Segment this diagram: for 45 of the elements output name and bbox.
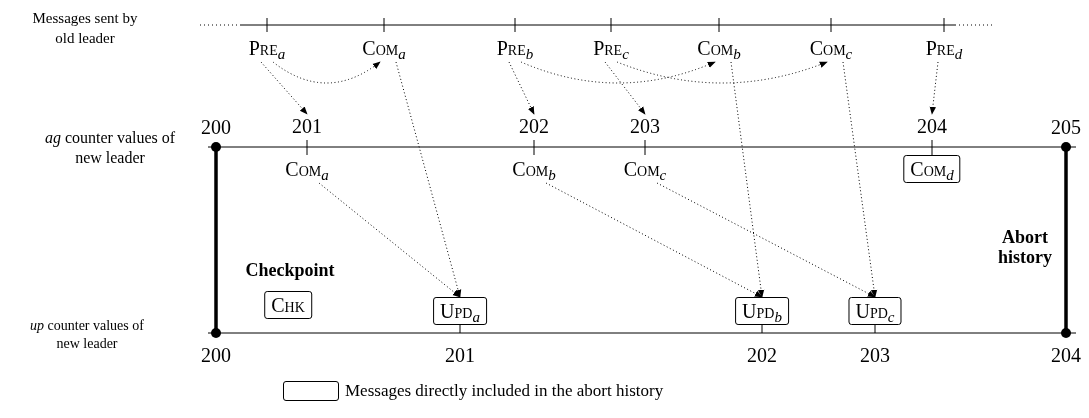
row-label: up counter values of new leader: [29, 317, 145, 353]
counter-value: 204: [1051, 343, 1081, 368]
dotted-arrow: [545, 182, 763, 298]
counter-value: 201: [292, 114, 322, 138]
dotted-arrow: [520, 61, 716, 84]
dotted-arrow: [395, 61, 462, 298]
counter-value: 203: [630, 114, 660, 138]
counter-value: 203: [860, 343, 890, 368]
message-label: Com$_{b}$: [697, 36, 741, 60]
counter-value: 200: [201, 115, 231, 140]
message-box: Upd$_{b}$: [735, 297, 789, 325]
message-label: Pre$_{b}$: [496, 36, 534, 60]
message-box: Upd$_{c}$: [848, 297, 902, 325]
message-label: Pre$_{c}$: [593, 36, 629, 60]
counter-value: 205: [1051, 115, 1081, 140]
section-label: Checkpoint: [245, 259, 335, 282]
dotted-arrow: [272, 61, 381, 84]
dotted-arrow: [656, 182, 876, 298]
message-label: Pre$_{a}$: [248, 36, 286, 60]
dotted-arrow: [730, 61, 765, 298]
dotted-arrow: [508, 61, 535, 115]
message-box: Com$_{d}$: [903, 155, 961, 183]
dotted-arrow: [616, 61, 828, 84]
counter-value: 200: [201, 343, 231, 368]
message-box: Upd$_{a}$: [433, 297, 487, 325]
legend-text: Messages directly included in the abort history: [345, 380, 664, 402]
dotted-arrow: [929, 61, 939, 115]
message-label: Com$_{c}$: [623, 157, 667, 181]
row-label: Messages sent by old leader: [31, 9, 139, 48]
counter-value: 202: [747, 343, 777, 368]
message-label: Com$_{c}$: [809, 36, 853, 60]
message-label: Com$_{b}$: [512, 157, 556, 181]
counter-value: 201: [445, 343, 475, 368]
dotted-arrow: [842, 61, 878, 298]
counter-value: 204: [917, 114, 947, 138]
message-box: Chk: [264, 291, 312, 319]
message-label: Com$_{a}$: [285, 157, 329, 181]
dotted-arrow: [318, 182, 461, 298]
message-label: Com$_{a}$: [362, 36, 406, 60]
message-label: Pre$_{d}$: [925, 36, 963, 60]
counter-value: 202: [519, 114, 549, 138]
row-label: ag counter values of new leader: [43, 128, 177, 168]
section-label: Abort history: [997, 227, 1053, 267]
dotted-arrow: [604, 61, 646, 115]
dotted-arrow: [260, 61, 308, 115]
